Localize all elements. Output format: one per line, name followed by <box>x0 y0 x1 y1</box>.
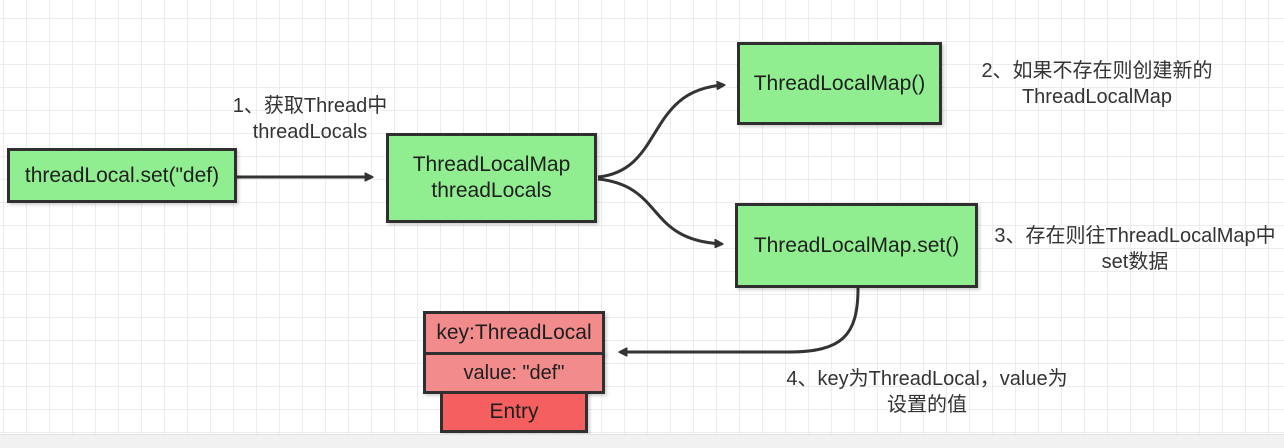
node-threadlocalmap-constructor[interactable]: ThreadLocalMap() <box>737 42 942 125</box>
node-threadlocalmap-line1: ThreadLocalMap <box>412 153 571 176</box>
annotation-step4-line2: 设置的值 <box>887 394 967 416</box>
node-threadlocalmap-constructor-label: ThreadLocalMap() <box>753 71 926 95</box>
node-threadlocalmap-threadlocals[interactable]: ThreadLocalMap threadLocals <box>386 133 597 223</box>
node-threadlocalmap-set-label: ThreadLocalMap.set() <box>753 233 960 257</box>
node-threadlocal-set[interactable]: threadLocal.set("def) <box>7 148 237 203</box>
annotation-step4[interactable]: 4、key为ThreadLocal，value为 设置的值 <box>772 366 1082 418</box>
annotation-step2[interactable]: 2、如果不存在则创建新的 ThreadLocalMap <box>948 58 1246 110</box>
node-entry-label: Entry <box>489 400 539 423</box>
horizontal-scrollbar-track[interactable] <box>0 434 1284 448</box>
node-entry-key-label: key:ThreadLocal <box>436 321 592 344</box>
node-threadlocalmap-set[interactable]: ThreadLocalMap.set() <box>735 203 978 288</box>
node-threadlocal-set-label: threadLocal.set("def) <box>24 163 220 187</box>
node-entry[interactable]: Entry <box>440 391 588 433</box>
node-threadlocalmap-line2: threadLocals <box>431 179 552 202</box>
arrow-threadlocals-to-new-map[interactable] <box>597 85 724 179</box>
node-entry-key[interactable]: key:ThreadLocal <box>423 311 605 355</box>
arrow-threadlocals-to-map-set[interactable] <box>597 177 722 244</box>
annotation-step1-line1: 1、获取Thread中 <box>232 95 388 117</box>
annotation-step2-line1: 2、如果不存在则创建新的 <box>981 60 1213 82</box>
annotation-step1[interactable]: 1、获取Thread中 threadLocals <box>210 93 410 145</box>
arrow-map-set-to-entry[interactable] <box>620 287 860 352</box>
annotation-step2-line2: ThreadLocalMap <box>1021 86 1173 108</box>
annotation-step3-line2: set数据 <box>1101 251 1169 273</box>
annotation-step4-line1: 4、key为ThreadLocal，value为 <box>786 368 1068 390</box>
annotation-step1-line2: threadLocals <box>252 121 368 143</box>
node-entry-value-label: value: "def" <box>463 362 565 384</box>
annotation-step3[interactable]: 3、存在则往ThreadLocalMap中 set数据 <box>985 223 1284 275</box>
annotation-step3-line1: 3、存在则往ThreadLocalMap中 <box>994 225 1276 247</box>
node-entry-value[interactable]: value: "def" <box>423 352 605 394</box>
